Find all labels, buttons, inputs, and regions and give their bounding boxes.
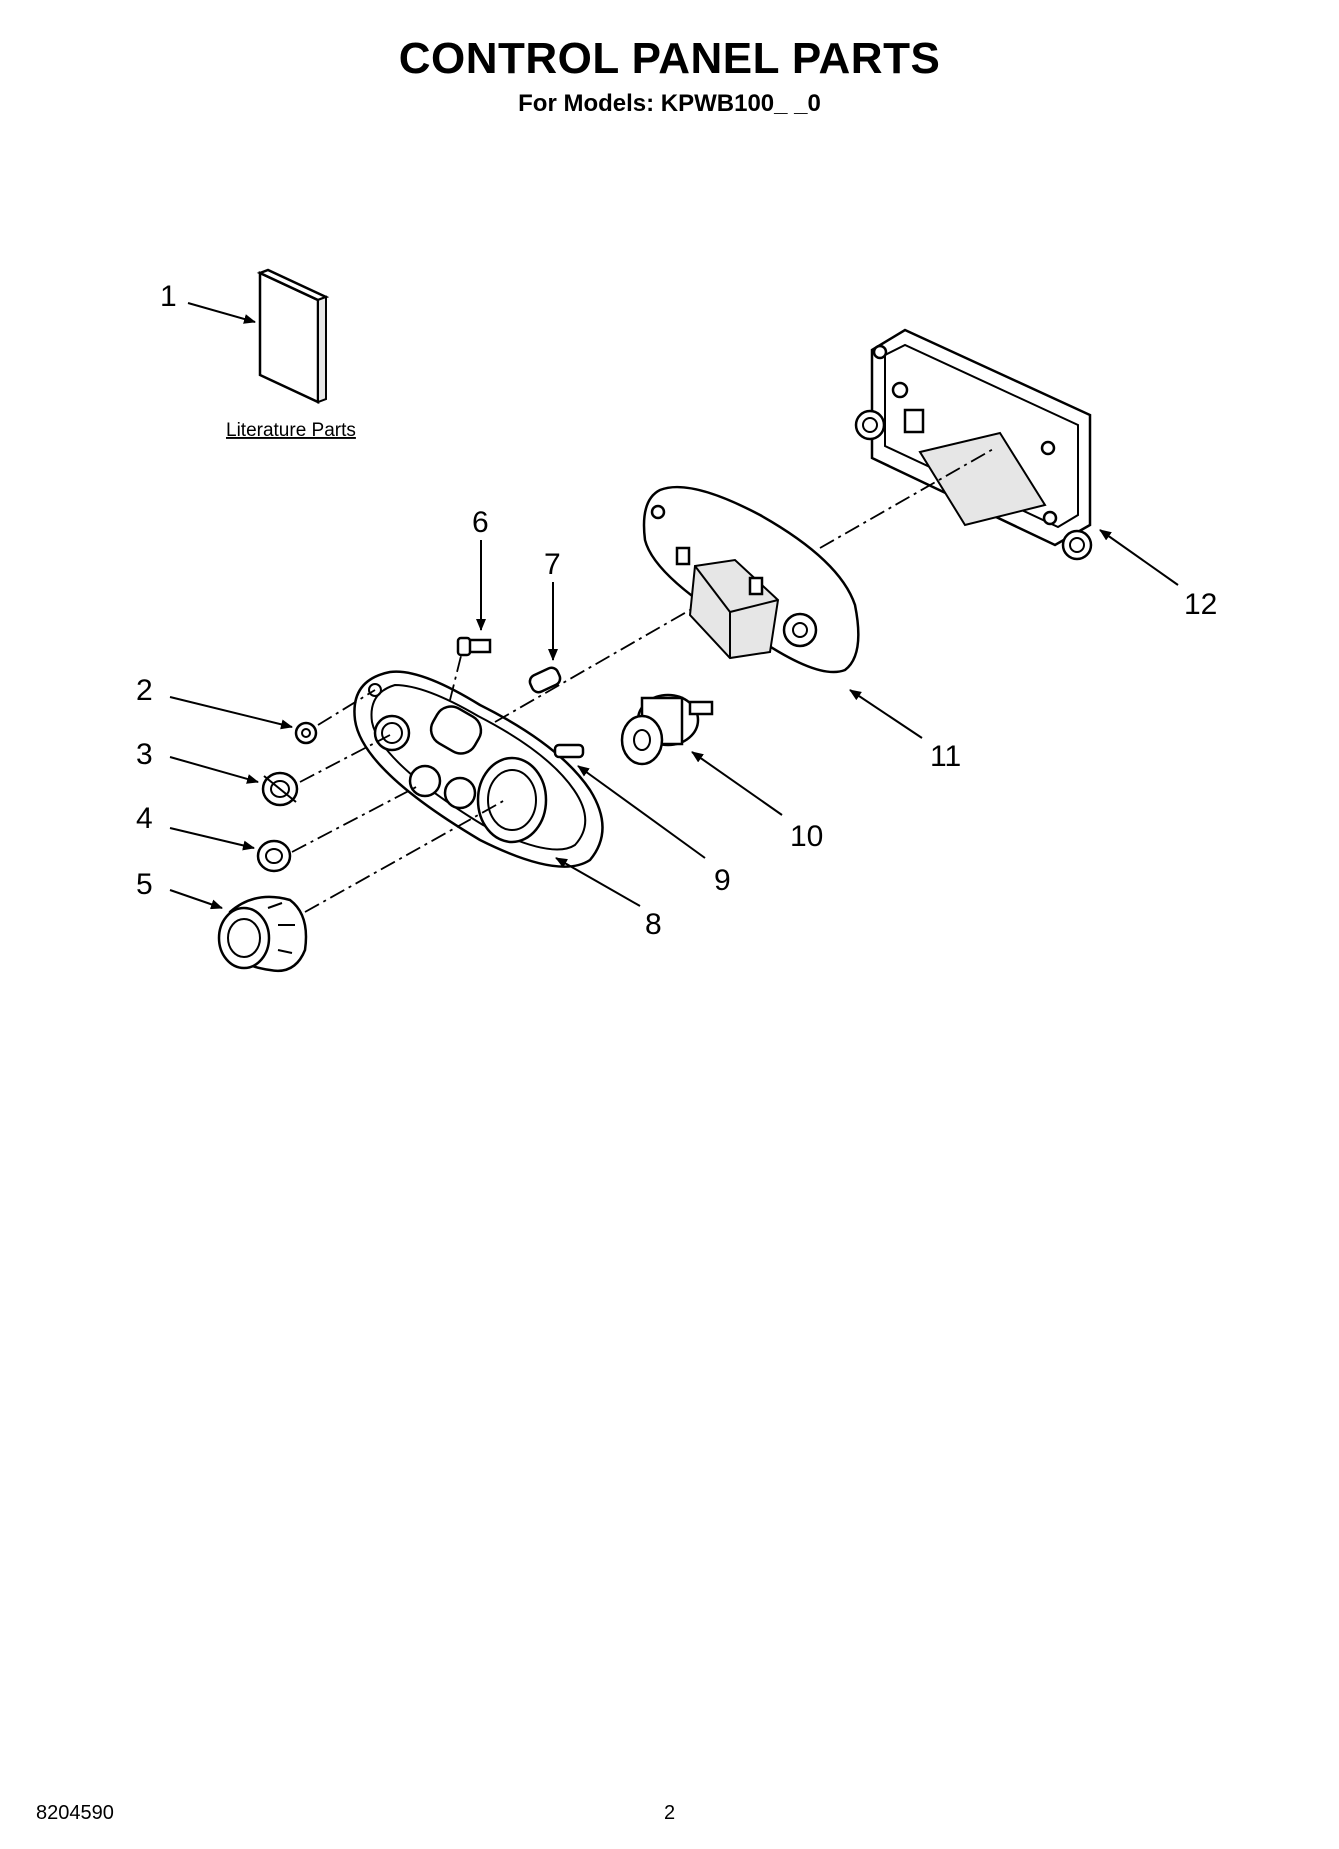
callout-10: 10 xyxy=(790,820,823,853)
alignment-lines xyxy=(291,447,996,913)
button-medium xyxy=(256,839,292,873)
button-large xyxy=(261,771,299,807)
callout-4: 4 xyxy=(136,802,153,835)
callout-6: 6 xyxy=(472,506,489,539)
callout-arrows xyxy=(169,302,1179,910)
document-number: 8204590 xyxy=(36,1802,114,1824)
small-button xyxy=(294,721,318,745)
callout-8: 8 xyxy=(645,908,662,941)
control-knob xyxy=(217,895,308,973)
page-title: CONTROL PANEL PARTS xyxy=(398,34,941,83)
callout-3: 3 xyxy=(136,738,153,771)
page-number: 2 xyxy=(663,1802,676,1824)
callout-5: 5 xyxy=(136,868,153,901)
callout-7: 7 xyxy=(544,548,561,581)
spacer xyxy=(528,666,562,694)
callout-11: 11 xyxy=(930,740,961,773)
rotary-encoder xyxy=(620,693,714,766)
switch-shaft xyxy=(553,743,585,759)
control-board xyxy=(642,485,860,674)
screw xyxy=(456,636,492,657)
callout-1: 1 xyxy=(160,280,177,313)
model-subtitle: For Models: KPWB100_ _0 xyxy=(518,90,821,117)
callout-12: 12 xyxy=(1184,588,1217,621)
control-panel-overlay xyxy=(353,670,604,868)
callout-9: 9 xyxy=(714,864,731,897)
literature-booklet xyxy=(256,268,330,404)
callout-2: 2 xyxy=(136,674,153,707)
control-housing xyxy=(854,328,1093,561)
literature-parts-label: Literature Parts xyxy=(226,420,356,441)
